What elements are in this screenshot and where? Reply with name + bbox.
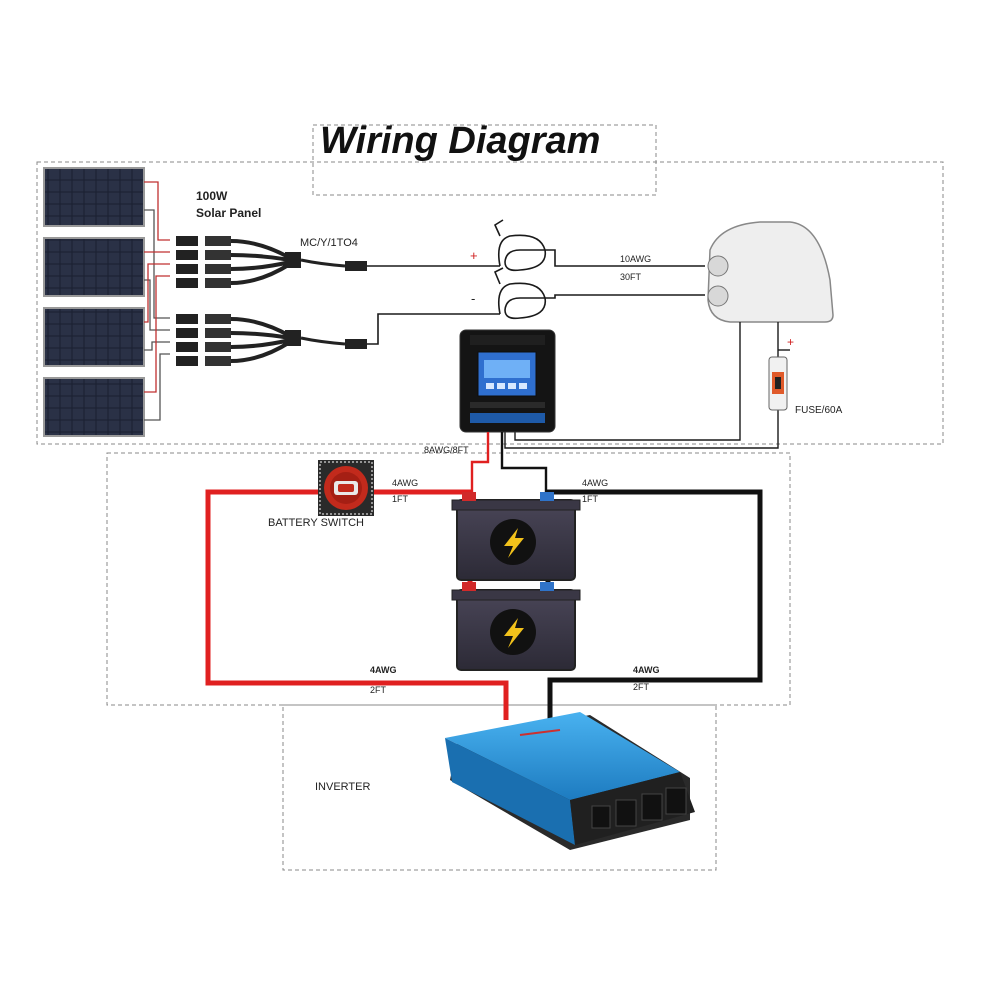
title-box [312, 124, 657, 196]
battery-switch-icon [318, 460, 374, 516]
battery-bottom [451, 582, 581, 671]
controller-to-battery-cables [470, 432, 548, 500]
switch-to-battery-cable [374, 489, 473, 500]
page-title: Wiring Diagram [320, 120, 601, 162]
lightning-bolt-icon [504, 528, 524, 558]
branch-connector-negative [176, 314, 367, 366]
inverter-negative-cable [545, 489, 763, 720]
inverter-positive-length: 2FT [370, 685, 387, 695]
cable-gauge-label: 10AWG [620, 254, 651, 264]
battery-top [451, 492, 581, 581]
inverter-device [445, 712, 695, 850]
inverter-negative-gauge: 4AWG [633, 665, 660, 675]
battery-section-box [106, 452, 791, 706]
section-boxes [36, 124, 944, 871]
solar-panel [43, 377, 145, 437]
extension-cables [367, 219, 705, 345]
inverter-section-box [282, 704, 717, 871]
battery-wire-length: 1FT [582, 494, 599, 504]
cable-length-label: 30FT [620, 272, 642, 282]
battery-switch-label: BATTERY SWITCH [268, 517, 364, 529]
solar-panels [43, 167, 145, 437]
inverter-positive-gauge: 4AWG [370, 665, 397, 675]
switch-wire-gauge: 4AWG [392, 478, 418, 488]
branch-connector-positive [176, 236, 367, 288]
fuse-icon [768, 356, 788, 411]
inverter-label: INVERTER [315, 781, 370, 793]
branch-connector-label: MC/Y/1TO4 [300, 237, 358, 249]
solar-panel [43, 307, 145, 367]
diagram-labels: 100W Solar Panel MC/Y/1TO4 + - 10AWG 30F… [196, 189, 843, 793]
fuse-label: FUSE/60A [795, 405, 843, 416]
positive-sign: + [470, 248, 478, 263]
controller-cable-label: 8AWG/8FT [424, 445, 469, 455]
gland-to-controller-cables [504, 322, 790, 449]
battery-wire-gauge: 4AWG [582, 478, 608, 488]
panel-leads [144, 181, 170, 421]
solar-panel [43, 167, 145, 227]
fuse-plus-sign: + [787, 335, 794, 349]
inverter-positive-cable [205, 489, 509, 720]
solar-panel-label-line1: 100W [196, 189, 228, 203]
inverter-negative-length: 2FT [633, 682, 650, 692]
switch-wire-length: 1FT [392, 494, 409, 504]
negative-sign: - [471, 291, 475, 306]
lightning-bolt-icon [504, 618, 524, 648]
entry-gland [707, 221, 834, 323]
solar-panel-label-line2: Solar Panel [196, 206, 261, 220]
solar-panel [43, 237, 145, 297]
solar-section-box [36, 161, 944, 445]
charge-controller [459, 329, 556, 433]
